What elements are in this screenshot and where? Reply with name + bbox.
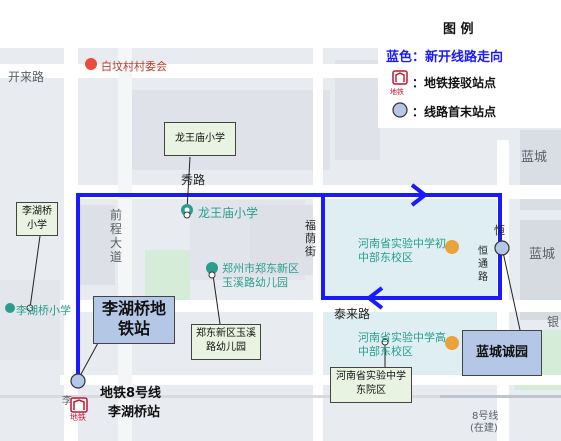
route-segment-north [76, 193, 502, 381]
callout-lihuqiao-station: 李湖桥地铁站 [93, 296, 175, 344]
pointer-lihuqiao-station [79, 342, 99, 377]
road-label-tailai: 泰来路 [334, 307, 371, 321]
callout-henan-east: 河南省实验中学东院区 [330, 367, 412, 403]
marker-dot [183, 211, 191, 219]
metro-label-construction: (在建) [470, 423, 498, 434]
station-label-name: 李湖桥站 [108, 405, 161, 420]
station-label-line: 地铁8号线 [100, 386, 162, 401]
metro-label-li: 李 [62, 396, 72, 407]
terminal-stop-icon [494, 240, 510, 256]
map-legend: 图 例 蓝色：新开线路走向 地铁 ：地铁接驳站点 ：线路首末站点 [378, 0, 561, 128]
pointer-lihuqiao-school [29, 235, 41, 309]
road-label-fuyin: 福荫街 [305, 219, 316, 258]
poi-label-henan-high: 河南省实验中学高中部东校区 [358, 331, 446, 358]
legend-metro-label: ：地铁接驳站点 [412, 76, 497, 90]
road-south [60, 375, 561, 385]
road-fuyin [313, 48, 323, 441]
road-label-yinxiu: 秀路 [181, 173, 206, 187]
metro-legend-icon [392, 70, 408, 85]
city-block [0, 280, 60, 360]
school-marker-icon [445, 240, 459, 254]
pointer-longwangmiao [186, 156, 191, 211]
poi-label-lihuqiao-school: 李湖桥小学 [16, 304, 71, 317]
route-segment-loop [321, 195, 502, 300]
route-arrow-west [365, 286, 384, 310]
poi-label-bank: 银 [547, 315, 560, 329]
pointer-lancheng [502, 251, 521, 331]
marker-dot [381, 338, 389, 346]
terminal-stop-icon [70, 373, 86, 389]
poi-label-henan-middle: 河南省实验中学初中部东校区 [358, 237, 446, 264]
road-label-kailai: 开来路 [8, 70, 45, 84]
poi-label-kindergarten: 郑州市郑东新区玉溪路幼儿园 [222, 262, 299, 289]
callout-lancheng: 蓝城诚园 [462, 330, 542, 376]
route-arrow-east [410, 183, 429, 207]
area-label-lancheng: 蓝城 [521, 150, 548, 165]
bus-route-line [76, 183, 502, 381]
marker-dot [26, 304, 34, 312]
marker-dot [208, 271, 216, 279]
road-tailai [60, 300, 561, 312]
village-marker-icon [85, 58, 97, 70]
road-label-hengtong: 恒通路 [478, 246, 488, 283]
metro-label-line8: 8号线 [472, 411, 499, 422]
legend-route-label: 蓝色：新开线路走向 [386, 50, 504, 65]
road-label-heng: 恒 [494, 224, 505, 237]
area-label-lancheng-right: 蓝城 [529, 247, 556, 262]
marker-dot [184, 207, 190, 213]
metro-label-under: 地铁 [70, 413, 86, 422]
poi-label-village: 白坟村村委会 [101, 60, 167, 73]
metro-line-8-construction [440, 395, 561, 398]
callout-kindergarten: 郑东新区玉溪路幼儿园 [191, 324, 261, 360]
school-area [325, 198, 497, 298]
metro-station-icon [70, 397, 88, 413]
metro-legend-icon-text: 地铁 [390, 88, 404, 96]
callout-longwangmiao: 龙王庙小学 [164, 122, 236, 156]
road-label-qiancheng: 前程大道 [110, 208, 123, 264]
poi-label-longwangmiao: 龙王庙小学 [198, 206, 259, 220]
city-block [80, 205, 115, 285]
legend-terminal-label: ：线路首末站点 [412, 105, 497, 119]
terminal-legend-icon [392, 102, 408, 118]
city-block [250, 205, 320, 275]
road-west [64, 48, 78, 441]
callout-lihuqiao-school: 李湖桥小学 [16, 202, 58, 236]
school-marker-icon [445, 336, 459, 350]
metro-line-8 [0, 395, 561, 398]
kindergarten-marker-icon [206, 262, 218, 274]
school-marker-icon [5, 303, 15, 313]
legend-title: 图 例 [443, 22, 474, 37]
